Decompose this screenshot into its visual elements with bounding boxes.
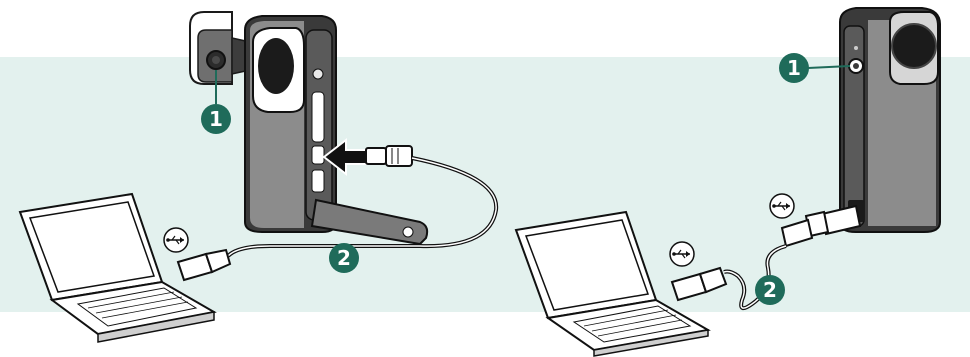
usb-plug-laptop-right bbox=[670, 266, 728, 302]
laptop-right bbox=[514, 210, 711, 357]
usb-plug-laptop-left bbox=[176, 248, 232, 282]
callout-badge-2-right: 2 bbox=[755, 275, 785, 305]
usb-icon-left bbox=[163, 227, 189, 253]
callout-2-label: 2 bbox=[763, 278, 777, 302]
usb-plug-camera-left bbox=[365, 145, 413, 167]
callout-2-label: 2 bbox=[337, 246, 351, 270]
left-scene: 1 2 bbox=[18, 11, 499, 343]
camera-right bbox=[839, 7, 941, 233]
callout-badge-1-right: 1 bbox=[779, 53, 851, 83]
callout-1-label: 1 bbox=[209, 107, 223, 131]
callout-1-label: 1 bbox=[787, 56, 801, 80]
usb-icon-right-laptop bbox=[669, 241, 695, 267]
camera-left bbox=[244, 15, 429, 246]
callout-badge-1-left: 1 bbox=[201, 104, 231, 134]
callout-badge-2-left: 2 bbox=[329, 243, 359, 273]
usb-icon-right-camera bbox=[769, 193, 795, 219]
right-scene: 1 2 bbox=[514, 7, 941, 357]
lens bbox=[891, 23, 937, 69]
laptop-left bbox=[18, 192, 217, 343]
lens bbox=[258, 38, 294, 94]
button-zoom-inset bbox=[189, 11, 251, 104]
usb-plug-camera-right bbox=[780, 204, 862, 248]
